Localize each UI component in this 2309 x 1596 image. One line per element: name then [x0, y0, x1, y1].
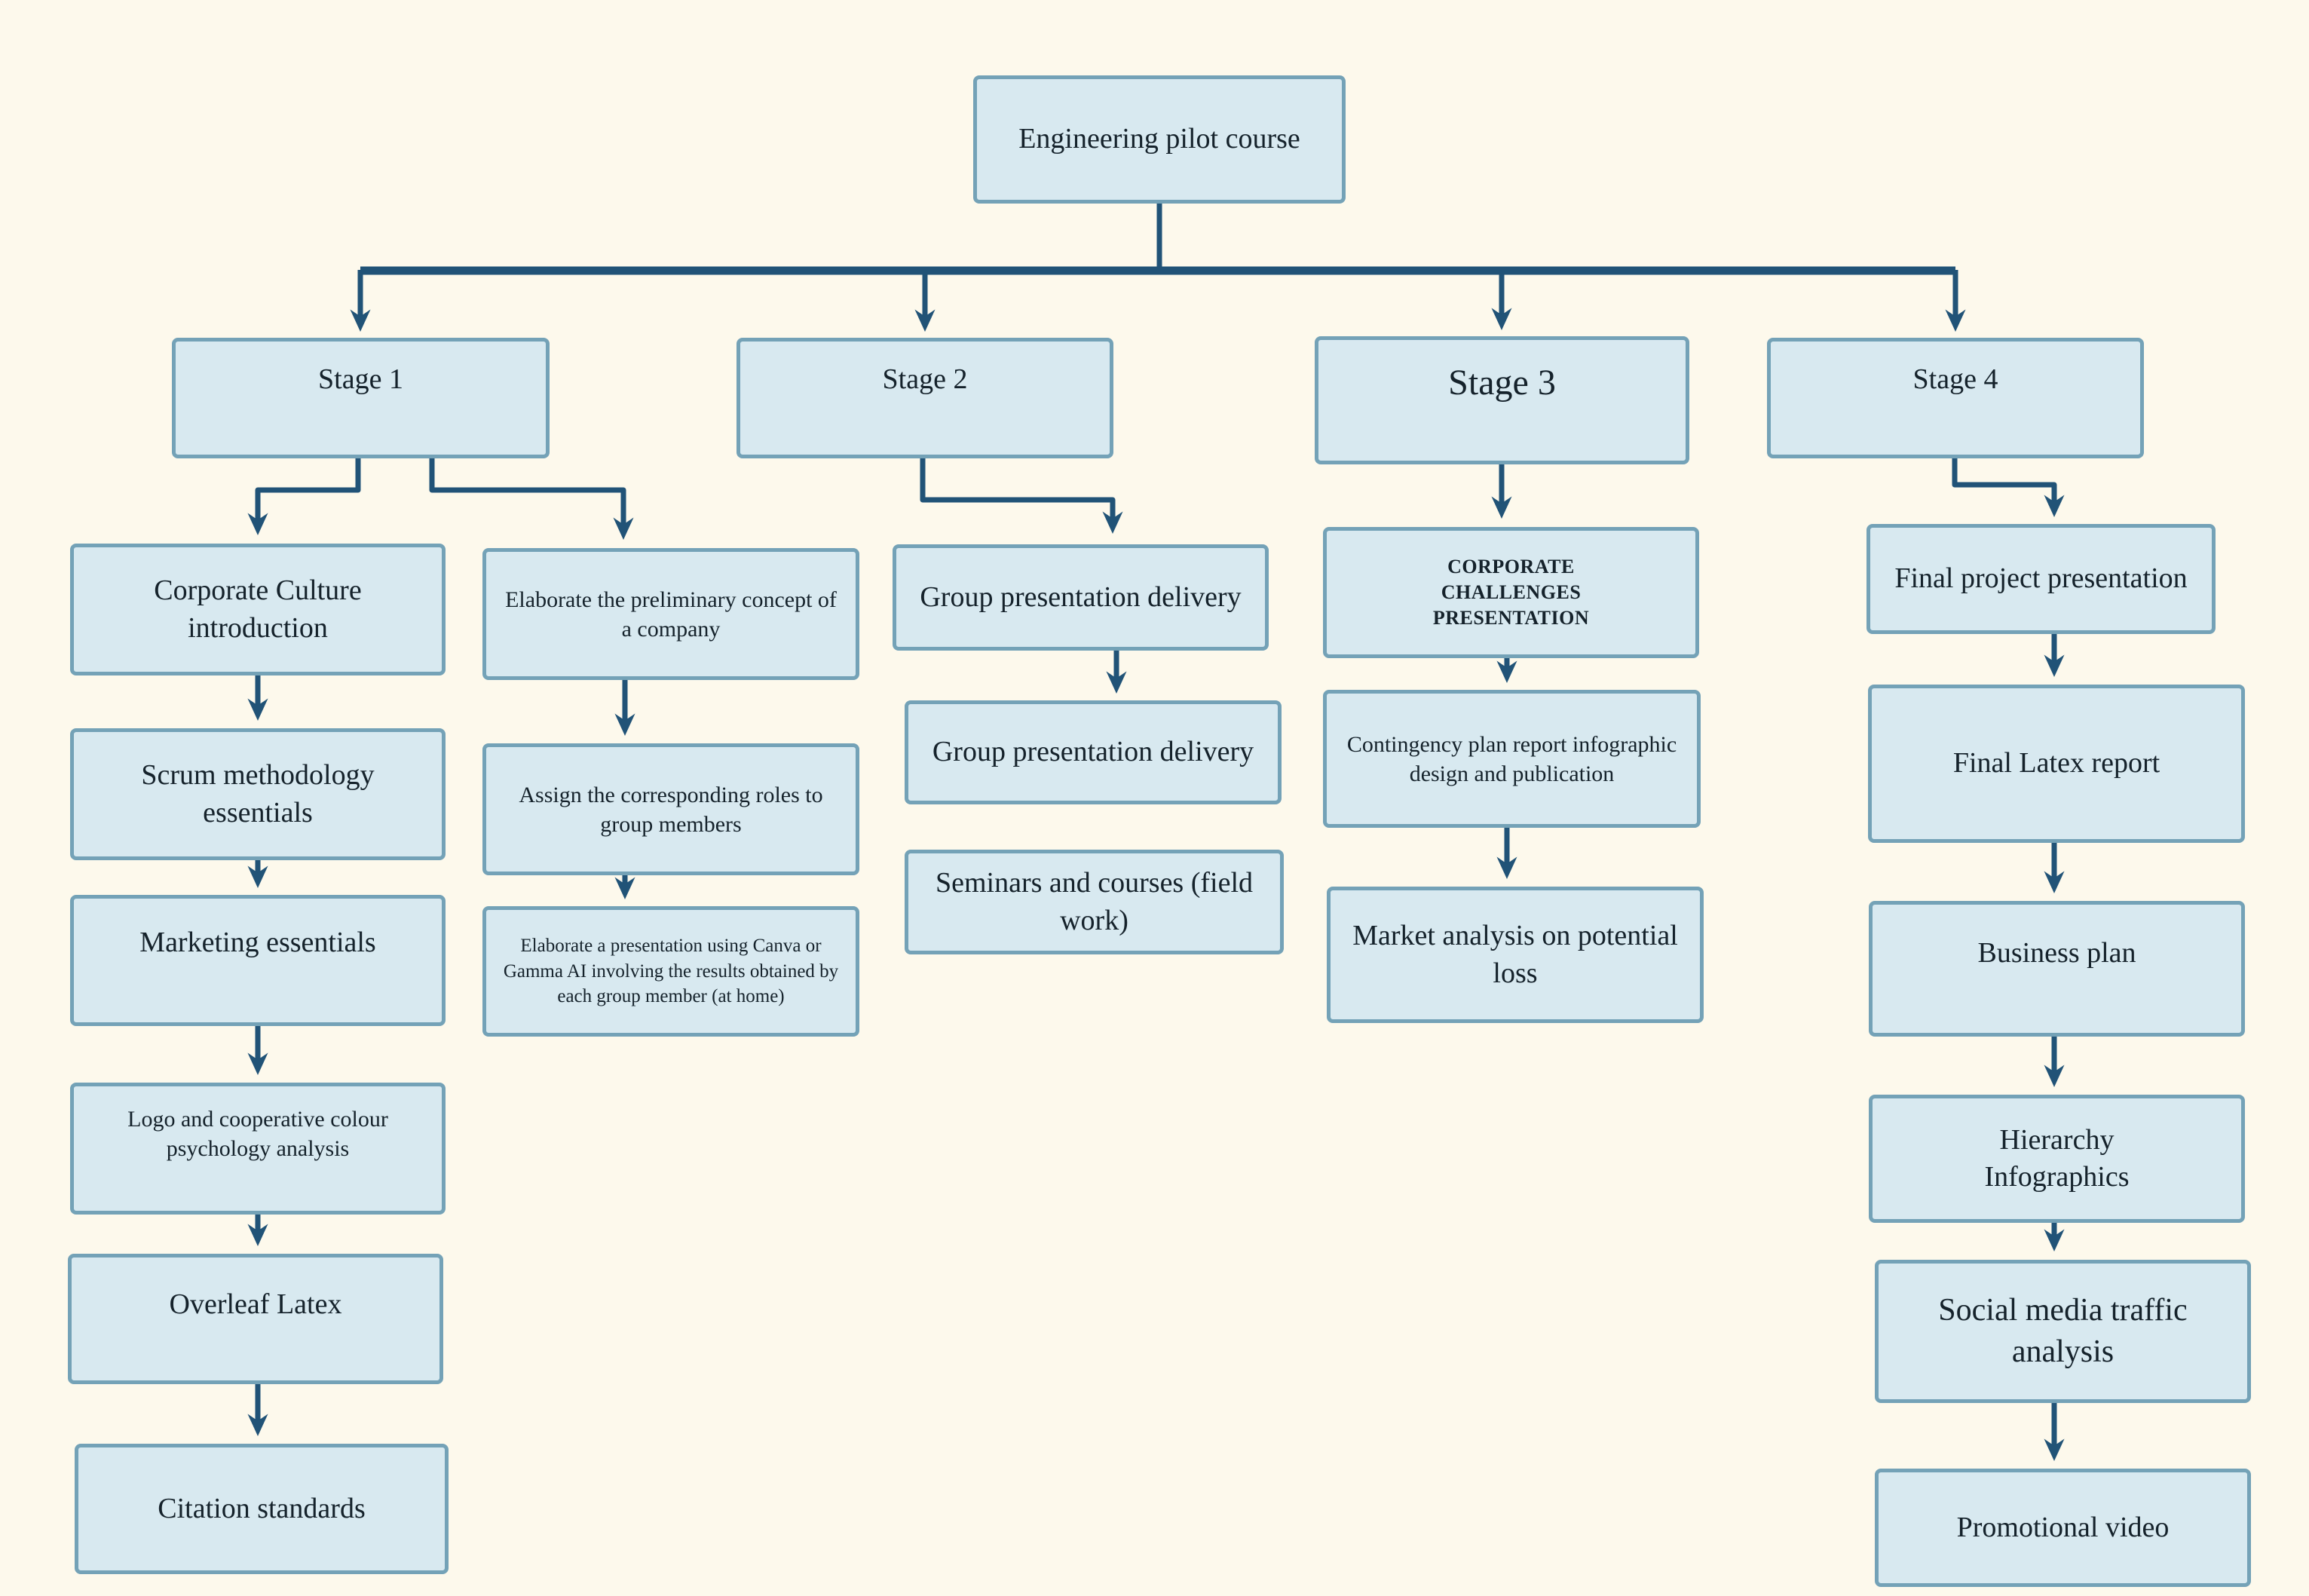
- node-contingency-plan-report: Contingency plan report infographic desi…: [1323, 690, 1701, 828]
- node-stage-2: Stage 2: [736, 338, 1113, 458]
- node-assign-roles-group-members: Assign the corresponding roles to group …: [482, 743, 859, 875]
- connector-stage1-to-track1: [247, 458, 361, 536]
- node-corporate-culture-introduction: Corporate Culture introduction: [70, 544, 446, 675]
- node-promotional-video: Promotional video: [1875, 1469, 2251, 1587]
- node-market-analysis-potential-loss: Market analysis on potential loss: [1327, 887, 1704, 1023]
- node-scrum-methodology-essentials: Scrum methodology essentials: [70, 728, 446, 860]
- node-engineering-pilot-course: Engineering pilot course: [973, 75, 1346, 204]
- node-business-plan: Business plan: [1869, 901, 2245, 1037]
- node-final-project-presentation: Final project presentation: [1866, 524, 2216, 634]
- node-citation-standards: Citation standards: [75, 1444, 449, 1574]
- node-seminars-and-courses: Seminars and courses (field work): [905, 850, 1284, 954]
- node-stage-3: Stage 3: [1315, 336, 1689, 464]
- node-group-presentation-delivery-2: Group presentation delivery: [905, 700, 1282, 804]
- node-hierarchy-infographics: Hierarchy Infographics: [1869, 1095, 2245, 1223]
- node-canva-gamma-presentation: Elaborate a presentation using Canva or …: [482, 906, 859, 1037]
- node-stage-4: Stage 4: [1767, 338, 2144, 458]
- connector-stage2-to-c1: [920, 458, 1123, 535]
- node-stage-1: Stage 1: [172, 338, 550, 458]
- connector-stage1-to-track2: [429, 458, 634, 541]
- node-elaborate-preliminary-concept: Elaborate the preliminary concept of a c…: [482, 548, 859, 680]
- node-group-presentation-delivery-1: Group presentation delivery: [893, 544, 1269, 651]
- node-social-media-traffic-analysis: Social media traffic analysis: [1875, 1260, 2251, 1403]
- node-marketing-essentials: Marketing essentials: [70, 895, 446, 1026]
- node-final-latex-report: Final Latex report: [1868, 685, 2245, 843]
- node-logo-colour-psychology-analysis: Logo and cooperative colour psychology a…: [70, 1083, 446, 1215]
- node-overleaf-latex: Overleaf Latex: [68, 1254, 443, 1384]
- connector-stage4-to-e1: [1952, 458, 2065, 518]
- node-corporate-challenges-presentation: CORPORATE CHALLENGES PRESENTATION: [1323, 527, 1699, 658]
